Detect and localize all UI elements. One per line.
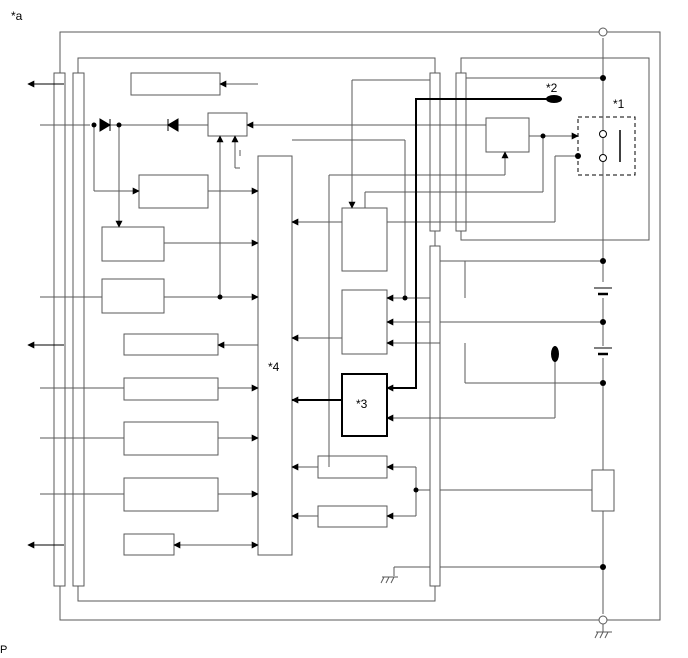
block-k (317, 455, 388, 479)
block-callout-3 (341, 373, 388, 437)
callout-2-label: *2 (546, 81, 558, 95)
block-e (123, 377, 219, 401)
figure-label: *a (11, 9, 23, 23)
bold-wires (291, 98, 548, 404)
ground-symbols (380, 576, 612, 639)
block-switch-driver (485, 117, 530, 153)
junction-dots (91, 75, 606, 570)
arrow-wires (27, 80, 579, 549)
cpu-block (257, 155, 293, 556)
block-h (123, 533, 175, 556)
callout-1-label: *1 (613, 97, 625, 111)
right-connector-bar-bottom (429, 245, 441, 587)
block-small-switch (207, 112, 248, 137)
block-d (123, 333, 219, 356)
block-j (341, 289, 388, 355)
sensor-ellipses (546, 95, 562, 362)
connector-bars (53, 72, 467, 587)
diode-symbols (99, 118, 179, 132)
left-connector-bar-2 (72, 72, 85, 587)
internal-blocks (101, 72, 615, 556)
block-l (317, 505, 388, 528)
block-g (123, 477, 219, 512)
callout-4-label: *4 (268, 360, 280, 374)
left-connector-bar-1 (53, 72, 66, 587)
block-a (138, 174, 209, 209)
resistor-block (591, 469, 615, 512)
block-f (123, 421, 219, 456)
block-top-output (130, 72, 221, 96)
battery-symbols (594, 287, 612, 356)
block-b (101, 226, 165, 262)
block-c (101, 278, 165, 314)
right-connector-bar-top-1 (429, 72, 441, 232)
block-i (341, 207, 388, 272)
right-connector-bar-top-2 (455, 72, 467, 232)
switch-contacts (599, 130, 621, 162)
corner-code-label: P (0, 644, 8, 656)
callout-3-label: *3 (356, 397, 368, 411)
switch-dashed-box (577, 116, 636, 176)
